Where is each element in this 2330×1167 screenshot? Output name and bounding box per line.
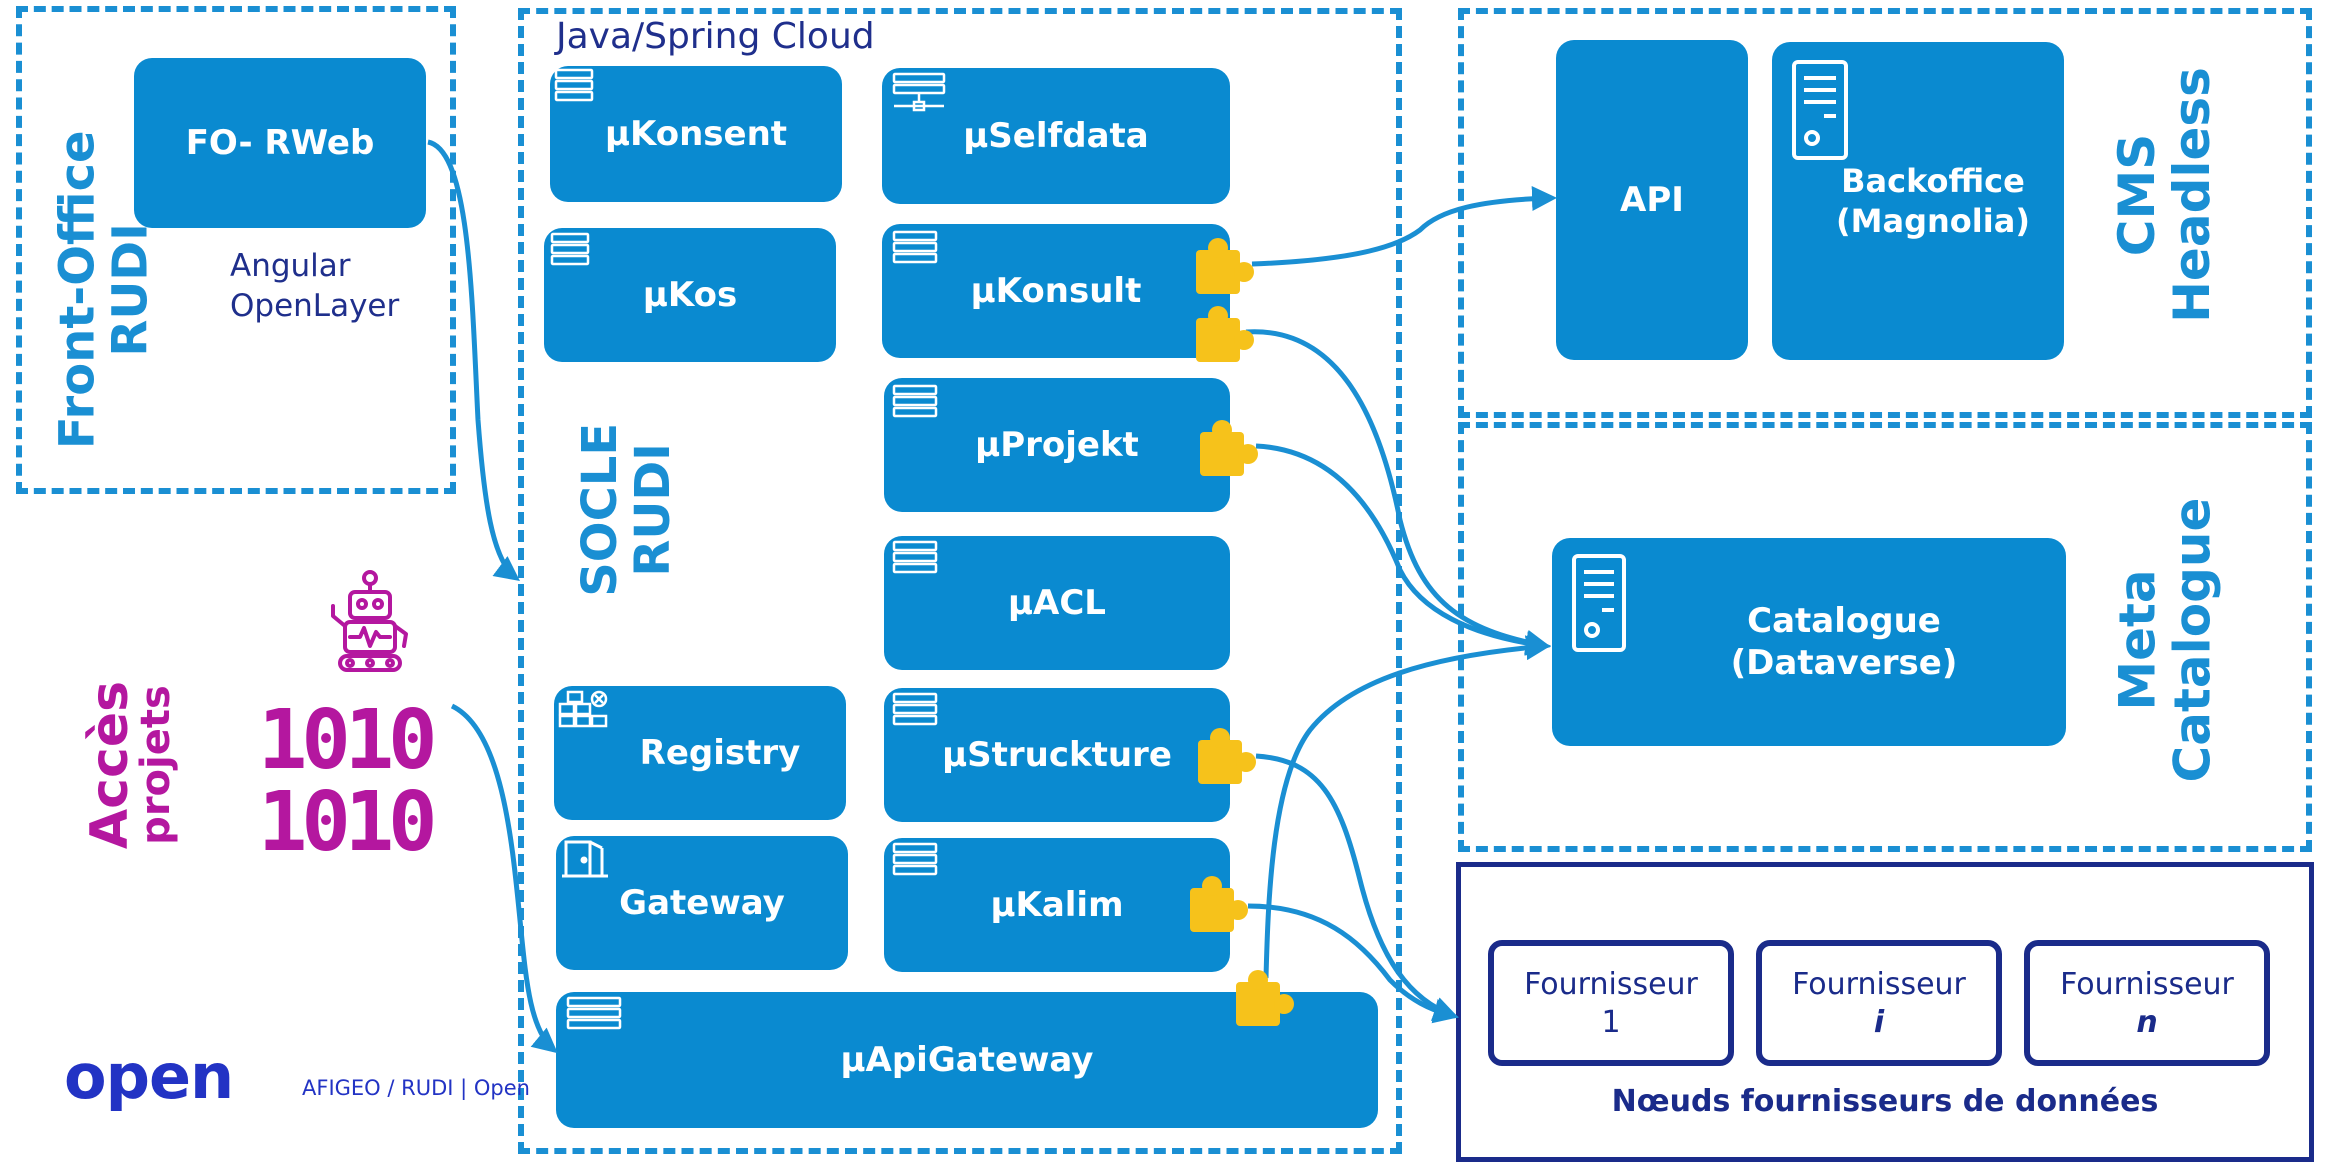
gateway-label: Gateway (619, 882, 785, 923)
kos-node: µKos (544, 228, 836, 362)
cms-label-line2: Headless (2163, 67, 2222, 323)
fo-tech-line1: Angular (230, 248, 351, 284)
selfdata-label: µSelfdata (963, 115, 1149, 156)
binary-block: 1010 1010 (258, 693, 438, 870)
acces-projets-label: Accès projets (70, 670, 190, 860)
server-icon (550, 232, 590, 266)
backoffice-label-line2: (Magnolia) (1836, 202, 2030, 240)
socle-label-line2: RUDI (625, 443, 682, 577)
struckture-label: µStruckture (942, 734, 1172, 775)
provider-n-index: n (2136, 1004, 2158, 1040)
server-icon (892, 842, 938, 876)
catalogue-label-line2: (Dataverse) (1730, 643, 1958, 683)
acl-node: µACL (884, 536, 1230, 670)
socle-label-line1: SOCLE (572, 423, 629, 597)
provider-n-name: Fournisseur (2060, 967, 2234, 1002)
kos-label: µKos (642, 274, 738, 315)
server-icon (554, 68, 594, 102)
meta-catalogue-label: Meta Catalogue (2100, 497, 2230, 783)
registry-node: Registry (554, 686, 846, 820)
api-node: API (1556, 40, 1748, 360)
gateway-node: Gateway (556, 836, 848, 970)
fo-rweb-label: FO- RWeb (185, 122, 375, 163)
kalim-label: µKalim (990, 884, 1124, 925)
fo-tech-note: Angular OpenLayer (230, 246, 399, 327)
fo-tech-line2: OpenLayer (230, 288, 400, 325)
projekt-node: µProjekt (884, 378, 1230, 512)
provider-i-index: i (1873, 1004, 1885, 1040)
meta-label-line1: Meta (2108, 569, 2166, 711)
socle-label: SOCLE RUDI (572, 400, 682, 620)
konsent-node: µKonsent (550, 66, 842, 202)
provider-1-name: Fournisseur (1524, 967, 1698, 1002)
server-icon (892, 692, 938, 726)
konsult-label: µKonsult (970, 270, 1142, 311)
meta-label-line2: Catalogue (2163, 497, 2221, 783)
kalim-node: µKalim (884, 838, 1230, 972)
server-icon (892, 384, 938, 418)
providers-caption: Nœuds fournisseurs de données (1611, 1084, 2159, 1119)
backoffice-label-line1: Backoffice (1841, 162, 2025, 200)
server-tower-icon (1792, 60, 1848, 160)
door-icon (562, 840, 608, 878)
binary-line2: 1010 (258, 775, 438, 870)
acl-label: µACL (1008, 582, 1106, 623)
fo-rweb-node: FO- RWeb (134, 58, 426, 228)
konsult-node: µKonsult (882, 224, 1230, 358)
provider-1: Fournisseur 1 (1488, 940, 1734, 1066)
footer-text: AFIGEO / RUDI | Open (302, 1076, 530, 1100)
socle-header: Java/Spring Cloud (556, 16, 875, 57)
provider-n: Fournisseur n (2024, 940, 2270, 1066)
server-icon (892, 230, 938, 264)
registry-blocks-icon (558, 690, 608, 728)
server-tower-icon (1572, 554, 1626, 652)
acces-label-line1: Accès (80, 680, 140, 850)
provider-i: Fournisseur i (1756, 940, 2002, 1066)
acces-label-line2: projets (133, 685, 179, 845)
open-logo: open (64, 1040, 234, 1113)
selfdata-node: µSelfdata (882, 68, 1230, 204)
server-icon (892, 72, 946, 112)
front-office-label-line1: Front-Office (49, 130, 106, 450)
catalogue-label-line1: Catalogue (1747, 600, 1941, 641)
server-icon (892, 540, 938, 574)
cms-label-line1: CMS (2108, 133, 2167, 257)
struckture-node: µStruckture (884, 688, 1230, 822)
cms-headless-label: CMS Headless (2100, 60, 2230, 330)
binary-line1: 1010 (258, 693, 438, 788)
provider-1-index: 1 (1601, 1004, 1621, 1040)
apigateway-node: µApiGateway (556, 992, 1378, 1128)
registry-label: Registry (639, 732, 801, 773)
provider-i-name: Fournisseur (1792, 967, 1966, 1002)
konsent-label: µKonsent (604, 113, 788, 154)
backoffice-node: Backoffice (Magnolia) (1772, 42, 2064, 360)
catalogue-node: Catalogue (Dataverse) (1552, 538, 2066, 746)
server-icon (566, 996, 622, 1030)
api-label: API (1620, 179, 1684, 220)
apigateway-label: µApiGateway (840, 1039, 1094, 1080)
projekt-label: µProjekt (975, 424, 1139, 465)
